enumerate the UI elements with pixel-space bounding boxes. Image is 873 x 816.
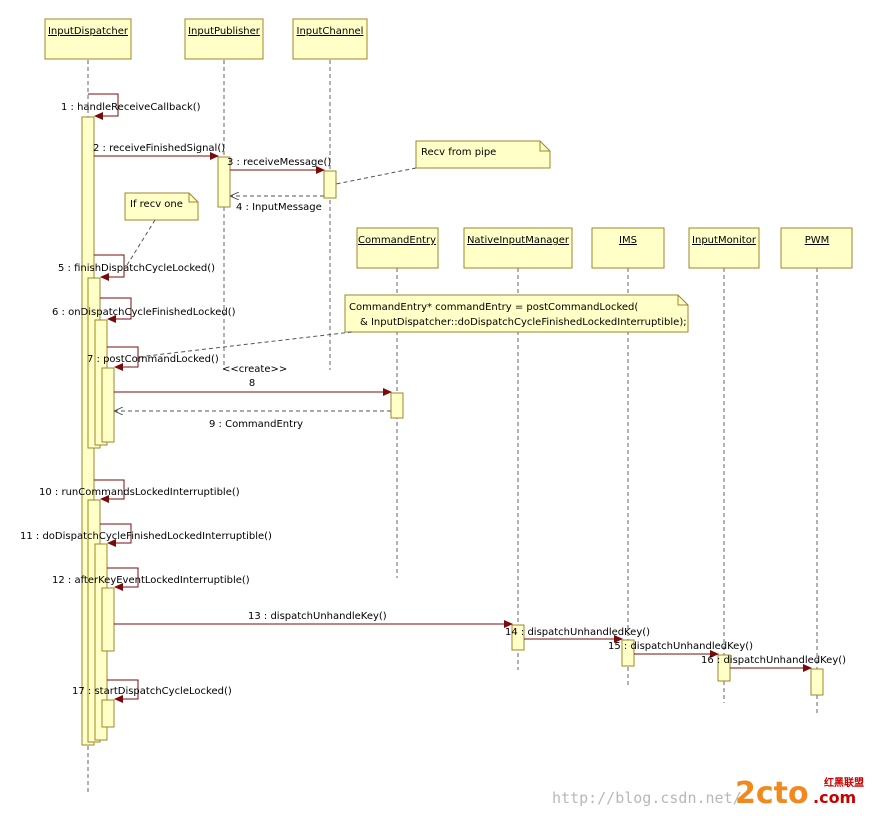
note-fold: [188, 193, 198, 203]
activation-bar: [621, 639, 635, 667]
activation-bar: [323, 170, 337, 199]
message-label-15: 15 : dispatchUnhandledKey(): [608, 641, 753, 652]
message-label-3: 3 : receiveMessage(): [227, 157, 331, 168]
message-label-17: 17 : startDispatchCycleLocked(): [72, 686, 232, 697]
message-arrows: [94, 152, 812, 672]
activation-bar: [101, 367, 115, 443]
self-call-arrow: [88, 93, 119, 120]
site-logo: 2cto: [735, 776, 809, 811]
lifelines: [87, 60, 818, 795]
note-postcommand-line1: CommandEntry* commandEntry = postCommand…: [349, 302, 638, 313]
watermark: http://blog.csdn.net/ 2cto .com 红黑联盟: [552, 776, 864, 811]
participant-pwm: PWM: [805, 235, 830, 246]
activation-bar: [101, 699, 115, 728]
watermark-url: http://blog.csdn.net/: [552, 789, 742, 807]
message-label-13: 13 : dispatchUnhandleKey(): [248, 611, 387, 622]
self-call-arrow: [100, 523, 132, 547]
message-label-11: 11 : doDispatchCycleFinishedLockedInterr…: [20, 531, 272, 542]
message-label-5: 5 : finishDispatchCycleLocked(): [58, 263, 215, 274]
activation-bar: [511, 624, 525, 651]
participant-box-inputdispatcher: [44, 18, 132, 60]
self-call-arrow: [107, 679, 139, 703]
note-fold: [539, 141, 550, 152]
participant-heads: [44, 18, 853, 269]
message-label-4: 4 : InputMessage: [236, 202, 322, 213]
participant-inputchannel: InputChannel: [297, 26, 364, 37]
activation-bar: [217, 156, 231, 208]
message-label-9: 9 : CommandEntry: [209, 419, 303, 430]
participant-box-pwm: [780, 227, 853, 269]
notes: Recv from pipe If recv one CommandEntry*…: [123, 140, 689, 358]
self-call-arrow: [94, 479, 125, 503]
note-connector: [137, 331, 353, 358]
participant-inputdispatcher: InputDispatcher: [48, 26, 129, 37]
participant-box-inputpublisher: [184, 18, 264, 60]
site-logo-tagline: 红黑联盟: [824, 776, 864, 789]
self-call-arrow: [100, 297, 132, 323]
participant-box-inputchannel: [292, 18, 368, 60]
message-label-14: 14 : dispatchUnhandledKey(): [505, 627, 650, 638]
message-label-10: 10 : runCommandsLockedInterruptible(): [39, 487, 240, 498]
note-if-recv-one: [124, 192, 199, 221]
note-if-recv-one-text: If recv one: [130, 199, 183, 210]
note-recv-from-pipe-text: Recv from pipe: [421, 147, 496, 158]
participant-inputmonitor: InputMonitor: [692, 235, 757, 246]
stereotype-create: <<create>>: [222, 364, 287, 375]
message-label-6: 6 : onDispatchCycleFinishedLocked(): [52, 307, 236, 318]
participant-box-ims: [591, 227, 665, 269]
message-label-16: 16 : dispatchUnhandledKey(): [701, 655, 846, 666]
participant-box-inputmonitor: [688, 227, 760, 269]
participant-box-commandentry: [356, 227, 439, 269]
note-connector: [335, 167, 417, 185]
note-postcommand-line2: & InputDispatcher::doDispatchCycleFinish…: [360, 317, 687, 328]
message-label-8: 8: [249, 378, 255, 389]
message-label-12: 12 : afterKeyEventLockedInterruptible(): [52, 575, 250, 586]
self-call-arrow: [94, 254, 125, 281]
self-call-arrow: [107, 346, 139, 371]
site-logo-suffix: .com: [813, 788, 856, 807]
activation-bars: [81, 116, 824, 746]
activation-bar: [390, 392, 404, 419]
note-recv-from-pipe: [415, 140, 551, 169]
participant-inputpublisher: InputPublisher: [188, 26, 261, 37]
participant-nativeinputmanager: NativeInputManager: [467, 235, 570, 246]
message-label-1: 1 : handleReceiveCallback(): [61, 102, 201, 113]
note-connector: [123, 219, 156, 271]
message-label-2: 2 : receiveFinishedSignal(): [93, 143, 225, 154]
self-call-arrows: [88, 93, 139, 703]
activation-bar: [101, 587, 115, 652]
participant-ims: IMS: [619, 235, 637, 246]
self-call-arrow: [107, 567, 139, 591]
note-fold: [677, 295, 688, 306]
participant-box-nativeinputmanager: [463, 227, 573, 269]
message-label-7: 7 : postCommandLocked(): [87, 354, 219, 365]
note-postcommand: [344, 294, 689, 333]
activation-bar: [810, 668, 824, 696]
participant-commandentry: CommandEntry: [358, 235, 436, 246]
